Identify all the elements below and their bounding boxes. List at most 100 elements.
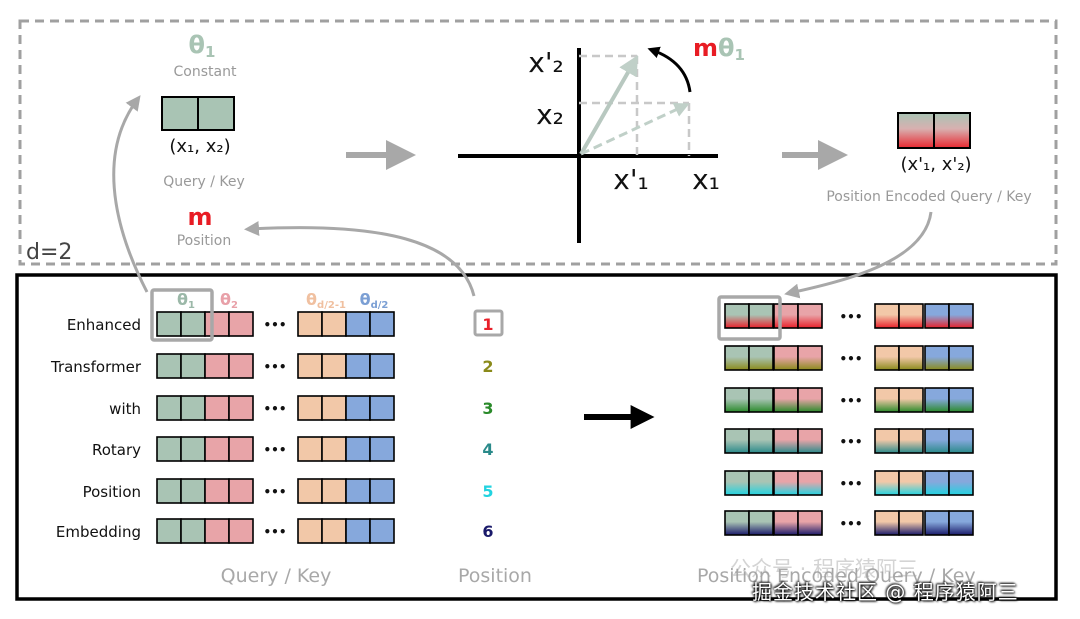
axis-xp2: x'₂ bbox=[528, 46, 564, 79]
embedding-cell bbox=[345, 436, 371, 462]
embedding-cell bbox=[204, 311, 230, 337]
embedding-cell bbox=[180, 395, 206, 421]
query-key-vector bbox=[161, 96, 235, 131]
encoded-cell bbox=[748, 387, 774, 413]
encoded-cell bbox=[948, 510, 974, 536]
embedding-cell bbox=[228, 395, 254, 421]
embedding-cell bbox=[156, 353, 182, 379]
encoded-label: Position Encoded Query / Key bbox=[826, 189, 1031, 205]
token-word: Embedding bbox=[56, 523, 141, 541]
embedding-cell bbox=[204, 395, 230, 421]
original-vector bbox=[580, 103, 690, 156]
theta-header-3: θd/2-1 bbox=[306, 290, 346, 311]
ellipsis: ••• bbox=[263, 485, 286, 499]
encoded-footer: Position Encoded Query / Key bbox=[697, 565, 976, 587]
encoded-link-arrow bbox=[784, 211, 933, 299]
encoded-cell bbox=[797, 387, 823, 413]
encoded-cell bbox=[773, 303, 799, 329]
token-row: Enhanced•••1••• bbox=[67, 303, 974, 337]
embedding-cell bbox=[369, 436, 395, 462]
m-label: m bbox=[187, 203, 212, 231]
axis-x1: x₁ bbox=[692, 163, 720, 196]
position-number: 1 bbox=[482, 315, 493, 334]
encoded-cell bbox=[948, 303, 974, 329]
embedding-cell bbox=[228, 436, 254, 462]
encoded-cell bbox=[773, 428, 799, 454]
embedding-cell bbox=[321, 478, 347, 504]
encoded-cell bbox=[724, 345, 750, 371]
position-number: 4 bbox=[482, 440, 493, 459]
encoded-cell bbox=[724, 510, 750, 536]
embedding-cell bbox=[321, 395, 347, 421]
position-number: 5 bbox=[482, 482, 493, 501]
encoded-cell bbox=[924, 470, 950, 496]
encoded-cell bbox=[898, 428, 924, 454]
embedding-cell bbox=[321, 518, 347, 544]
encoded-cell bbox=[773, 470, 799, 496]
encoded-cell bbox=[948, 387, 974, 413]
embedding-cell bbox=[204, 478, 230, 504]
encoded-cell bbox=[874, 470, 900, 496]
encoded-cell bbox=[874, 345, 900, 371]
encoded-cell bbox=[948, 345, 974, 371]
embedding-cell bbox=[204, 518, 230, 544]
token-row: Transformer•••2••• bbox=[50, 345, 974, 379]
embedding-cell bbox=[345, 311, 371, 337]
embedding-cell bbox=[228, 478, 254, 504]
encoded-cell bbox=[898, 510, 924, 536]
token-word: with bbox=[109, 400, 141, 418]
token-word: Position bbox=[83, 483, 141, 501]
token-word: Enhanced bbox=[67, 316, 141, 334]
encoded-cell bbox=[948, 428, 974, 454]
embedding-cell bbox=[369, 311, 395, 337]
position-1-highlight-box bbox=[473, 309, 504, 337]
embedding-cell bbox=[369, 395, 395, 421]
rotation-arrow bbox=[647, 46, 692, 93]
encoded-cell bbox=[924, 510, 950, 536]
top-panel-frame bbox=[18, 19, 1058, 266]
embedding-cell bbox=[321, 353, 347, 379]
ellipsis: ••• bbox=[839, 394, 862, 408]
encoded-cell bbox=[874, 428, 900, 454]
token-row: Rotary•••4••• bbox=[92, 428, 974, 462]
position-footer: Position bbox=[458, 565, 532, 587]
theta-header-1: θ1 bbox=[177, 290, 195, 311]
encoded-cell bbox=[748, 303, 774, 329]
encoded-cell bbox=[773, 345, 799, 371]
encoded-cell bbox=[748, 345, 774, 371]
embedding-cell bbox=[297, 311, 323, 337]
embedding-cell bbox=[204, 436, 230, 462]
encoded-vector bbox=[897, 112, 971, 149]
encoded-cell bbox=[773, 387, 799, 413]
ellipsis: ••• bbox=[263, 525, 286, 539]
encoded-cell bbox=[724, 303, 750, 329]
guide-lines bbox=[579, 54, 691, 156]
encoded-pair-label: (x'₁, x'₂) bbox=[900, 154, 971, 175]
encoded-cell bbox=[898, 470, 924, 496]
ellipsis: ••• bbox=[263, 443, 286, 457]
embedding-cell bbox=[180, 518, 206, 544]
token-rows: Enhanced•••1•••Transformer•••2•••with•••… bbox=[50, 303, 974, 544]
position-label: Position bbox=[177, 233, 232, 249]
encoded-cell bbox=[898, 387, 924, 413]
theta-header-4: θd/2 bbox=[360, 290, 389, 311]
embedding-cell bbox=[180, 311, 206, 337]
position-number: 6 bbox=[482, 522, 493, 541]
embedding-cell bbox=[204, 353, 230, 379]
embedding-cell bbox=[297, 436, 323, 462]
position-number: 3 bbox=[482, 399, 493, 418]
embedding-cell bbox=[297, 353, 323, 379]
token-row: with•••3••• bbox=[109, 387, 974, 421]
encoded-cell bbox=[797, 345, 823, 371]
encoded-cell bbox=[898, 303, 924, 329]
embedding-cell bbox=[345, 478, 371, 504]
embedding-cell bbox=[180, 353, 206, 379]
encoded-cell bbox=[748, 470, 774, 496]
token-word: Rotary bbox=[92, 441, 141, 459]
encoded-cell bbox=[898, 345, 924, 371]
theta1-label: θ1 bbox=[189, 31, 216, 61]
encoded-cell bbox=[797, 470, 823, 496]
axis-xp1: x'₁ bbox=[613, 163, 649, 196]
rotation-label: mθ1 bbox=[693, 34, 745, 64]
